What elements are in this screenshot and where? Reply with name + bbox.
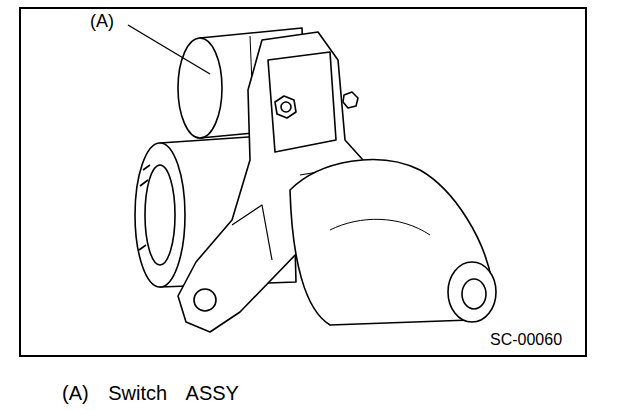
bracket-hole: [194, 289, 216, 311]
terminal-bolts: [275, 92, 358, 118]
housing-contour: [330, 219, 430, 235]
switch-end: [178, 38, 222, 138]
figure-caption: (A) Switch ASSY: [62, 382, 239, 404]
pinion-housing: [290, 160, 496, 325]
terminal-block: [268, 52, 336, 152]
housing-bore: [462, 279, 486, 309]
terminal-stud: [281, 102, 291, 112]
housing-tip: [448, 262, 496, 322]
figure-frame: [20, 8, 586, 356]
yoke-end-rim: [145, 165, 175, 265]
terminal-nut: [275, 96, 296, 118]
yoke-end: [135, 143, 185, 287]
callout-letter: (A): [90, 12, 114, 32]
yoke-ribs: [139, 165, 150, 250]
leader-line: [128, 25, 210, 74]
figure-code: SC-00060: [490, 331, 562, 349]
terminal-nut: [343, 92, 358, 108]
